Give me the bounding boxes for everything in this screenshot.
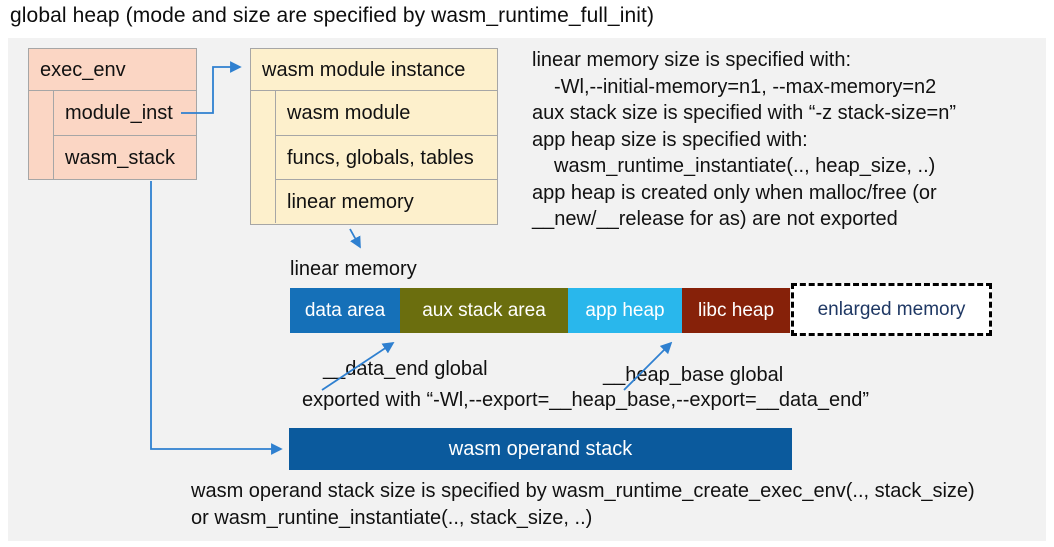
segment-app-heap: app heap xyxy=(568,288,682,333)
segment-data-area: data area xyxy=(290,288,400,333)
linear-memory-label: linear memory xyxy=(290,258,417,280)
exec-env-box: exec_env module_inst wasm_stack xyxy=(28,48,197,180)
note-line: aux stack size is specified with “-z sta… xyxy=(532,102,957,124)
field-wasm-module: wasm module xyxy=(275,91,497,135)
size-notes: linear memory size is specified with: -W… xyxy=(532,47,956,233)
exported-with-label: exported with “-Wl,--export=__heap_base,… xyxy=(302,389,869,411)
exec-env-fields: module_inst wasm_stack xyxy=(53,91,196,179)
note-line: __new/__release for as) are not exported xyxy=(532,208,898,230)
module-instance-box: wasm module instance wasm module funcs, … xyxy=(250,48,498,225)
note-line: or wasm_runtine_instantiate(.., stack_si… xyxy=(191,507,593,529)
data-end-global-label: __data_end global xyxy=(323,358,488,380)
note-line: wasm_runtime_instantiate(.., heap_size, … xyxy=(554,155,936,177)
module-instance-fields: wasm module funcs, globals, tables linea… xyxy=(275,91,497,223)
heap-base-global-label: __heap_base global xyxy=(603,364,784,386)
operand-stack-notes: wasm operand stack size is specified by … xyxy=(191,478,975,532)
field-funcs-globals-tables: funcs, globals, tables xyxy=(275,135,497,179)
wasm-operand-stack-box: wasm operand stack xyxy=(289,428,792,470)
note-line: app heap size is specified with: xyxy=(532,128,808,151)
field-wasm-stack: wasm_stack xyxy=(53,135,196,179)
segment-libc-heap: libc heap xyxy=(682,288,790,333)
note-line: -Wl,--initial-memory=n1, --max-memory=n2 xyxy=(554,75,937,98)
page-title: global heap (mode and size are specified… xyxy=(10,4,655,27)
exec-env-header: exec_env xyxy=(29,49,196,91)
segment-aux-stack-area: aux stack area xyxy=(400,288,568,333)
module-instance-header: wasm module instance xyxy=(251,49,497,91)
note-line: app heap is created only when malloc/fre… xyxy=(532,181,937,204)
note-line: linear memory size is specified with: xyxy=(532,49,851,71)
segment-enlarged-memory: enlarged memory xyxy=(791,283,992,336)
field-module-inst: module_inst xyxy=(53,91,196,135)
field-linear-memory: linear memory xyxy=(275,179,497,223)
note-line: wasm operand stack size is specified by … xyxy=(191,480,975,502)
